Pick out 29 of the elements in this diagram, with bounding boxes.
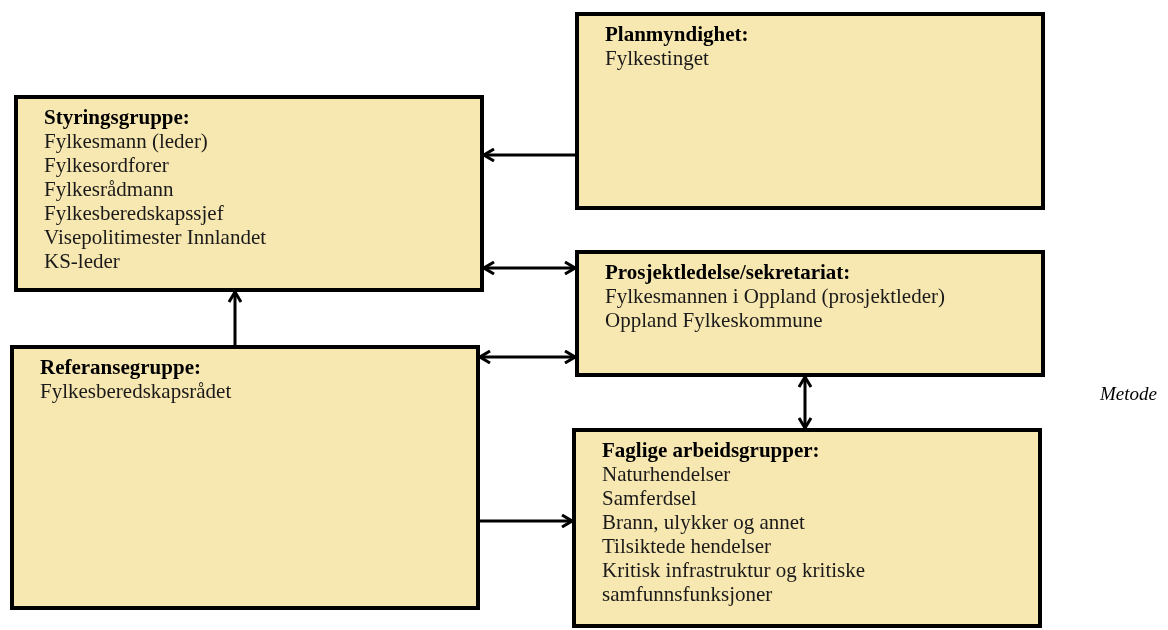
arrow <box>480 513 574 529</box>
box-heading: Referansegruppe: <box>40 355 202 379</box>
box-heading: Planmyndighet: <box>605 22 750 46</box>
member-text: Fylkesrådmann <box>44 177 175 201</box>
member-text: Oppland Fylkeskommune <box>605 308 824 332</box>
member-text: Fylkesberedskapssjef <box>44 201 225 225</box>
member-text: Fylkesordforer <box>44 153 170 177</box>
member-text: Fylkestinget <box>605 46 710 70</box>
box-heading: Styringsgruppe: <box>44 105 191 129</box>
member-text: KS-leder <box>44 249 121 273</box>
authority-box <box>575 12 1045 210</box>
member-text: Kritisk infrastruktur og kritiske samfunnsfunksjoner <box>602 558 867 606</box>
project-management-box <box>575 250 1045 377</box>
member-text: Fylkesmannen i Oppland (prosjektleder) <box>605 284 946 308</box>
member-text: Naturhendelser <box>602 462 732 486</box>
working-groups-box <box>572 428 1042 628</box>
member-text: Tilsiktede hendelser <box>602 534 772 558</box>
box-heading: Prosjektledelse/sekretariat: <box>605 260 852 284</box>
steering-group-box <box>14 95 484 292</box>
side-label: Metode <box>1100 383 1157 405</box>
box-heading: Faglige arbeidsgrupper: <box>602 438 821 462</box>
member-text: Fylkesberedskapsrådet <box>40 379 233 403</box>
arrow <box>797 375 813 430</box>
member-text: Visepolitimester Innlandet <box>44 225 268 249</box>
arrow <box>227 290 243 345</box>
member-text: Fylkesmann (leder) <box>44 129 209 153</box>
member-text: Samferdsel <box>602 486 698 510</box>
member-text: Brann, ulykker og annet <box>602 510 806 534</box>
reference-group-box <box>10 345 480 610</box>
